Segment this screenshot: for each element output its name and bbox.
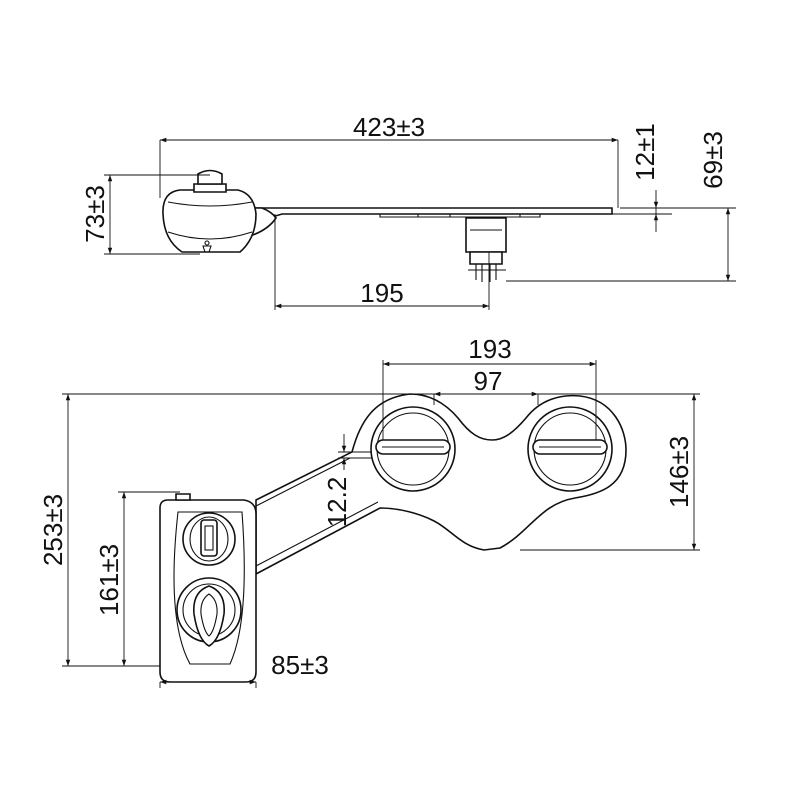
side-inlet-fitting: [469, 251, 503, 265]
dim-slot-span: 193: [468, 334, 511, 364]
dim-plate-width: 146±3: [664, 436, 694, 508]
dim-plate-thickness: 12.2: [322, 477, 352, 528]
side-view: 423±3 73±3 195 12±1 69±3: [80, 112, 736, 310]
side-body-band: [167, 231, 253, 240]
dim-body-height: 73±3: [80, 185, 110, 243]
plan-arm-inner: [255, 457, 379, 567]
plan-slot-left: [370, 406, 456, 492]
dim-plate-offset: 12±1: [630, 123, 660, 181]
plan-dimension-lines: [62, 360, 700, 688]
dim-overall-length: 423±3: [353, 112, 425, 142]
dim-body-width: 85±3: [271, 650, 329, 680]
dim-inlet-offset: 195: [360, 278, 403, 308]
side-dimension-lines: [104, 137, 736, 310]
plan-slot-right: [527, 406, 613, 492]
side-inlet-thread: [468, 264, 506, 282]
dim-total-depth: 253±3: [38, 494, 68, 566]
side-mounting-plate: [249, 207, 613, 218]
side-knob: [193, 183, 227, 193]
plan-body-tab: [175, 493, 191, 501]
plan-pressure-knob: [182, 512, 236, 566]
dim-body-depth: 161±3: [94, 544, 124, 616]
side-bottom-nozzle: [202, 245, 212, 253]
plan-view: 193 97 12.2 146±3 253±3 161±3 85±3: [38, 334, 700, 688]
plan-mode-dial: [176, 577, 242, 647]
side-knob-cap: [197, 169, 223, 185]
side-inlet-connector: [465, 217, 507, 253]
side-plate-ribs: [379, 214, 541, 218]
plan-body-inner: [173, 511, 245, 665]
dim-total-height: 69±3: [698, 131, 728, 189]
dim-slot-spacing: 97: [474, 366, 503, 396]
side-body-seam: [167, 201, 253, 207]
